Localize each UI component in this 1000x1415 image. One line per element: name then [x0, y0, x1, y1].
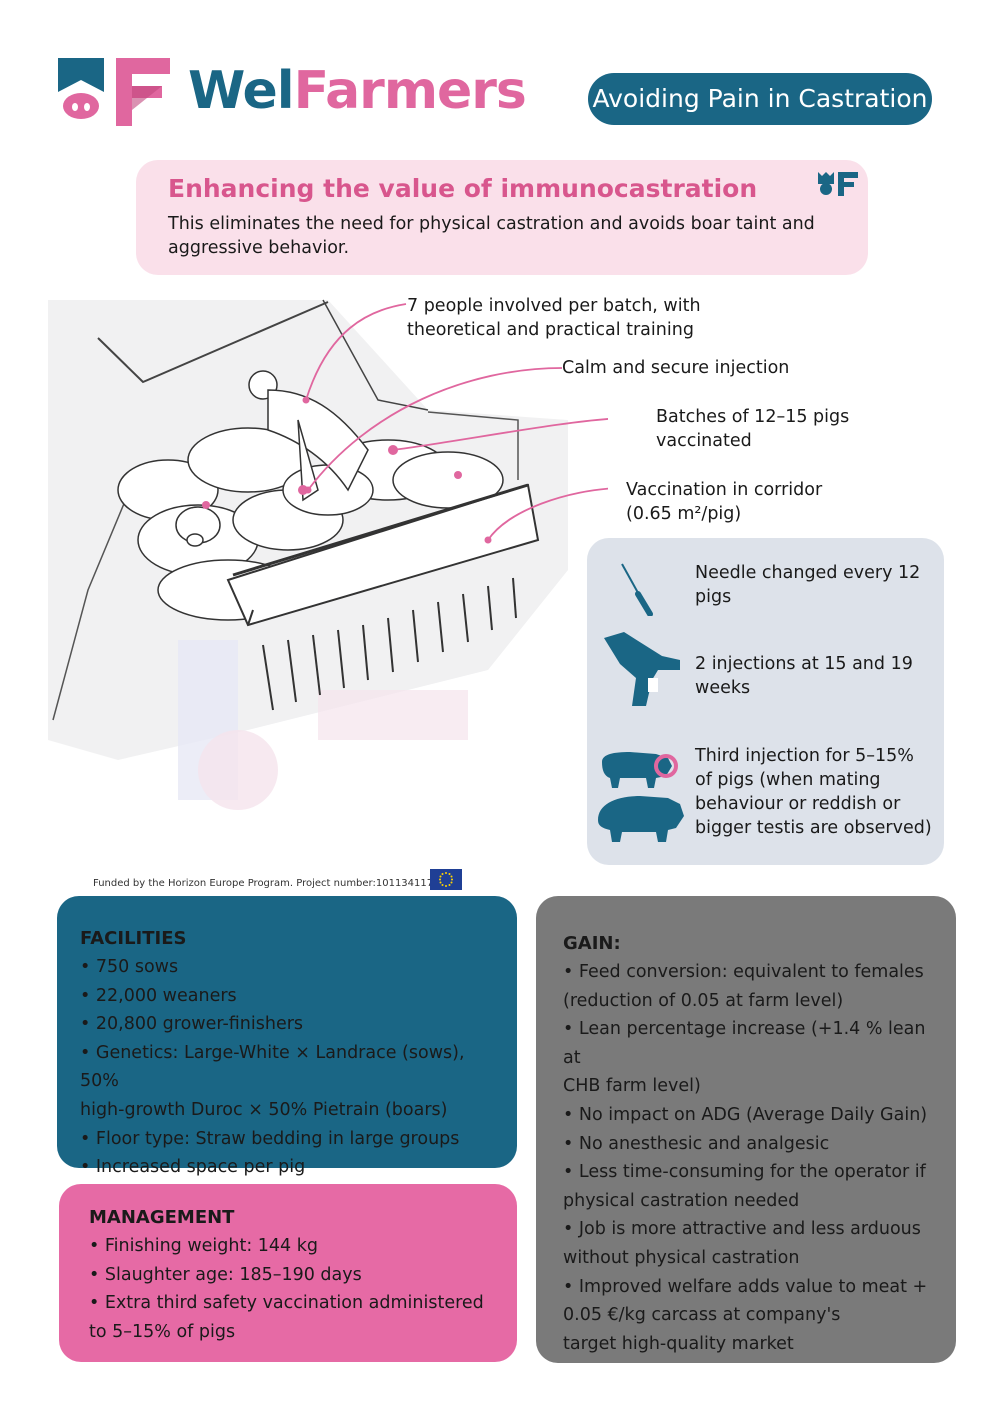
management-box: [59, 1184, 517, 1362]
pigs-icon: [598, 752, 684, 842]
management-content: MANAGEMENT • Finishing weight: 144 kg • …: [89, 1203, 499, 1346]
gain-item: • Less time-consuming for the operator i…: [563, 1162, 926, 1183]
facilities-item: • 750 sows: [80, 957, 179, 977]
management-item: • Finishing weight: 144 kg: [89, 1236, 318, 1256]
info-needle-text: Needle changed every 12 pigs: [695, 563, 921, 607]
callout-batches: Batches of 12–15 pigs vaccinated: [656, 407, 850, 451]
page-title: Avoiding Pain in Castration: [588, 73, 932, 125]
needle-icon: [621, 563, 653, 616]
callout-corridor-sub: (0.65 m²/pig): [626, 504, 742, 524]
gain-content: GAIN: • Feed conversion: equivalent to f…: [563, 929, 941, 1358]
gain-item: • No impact on ADG (Average Daily Gain): [563, 1104, 928, 1125]
gain-item: physical castration needed: [563, 1190, 800, 1211]
gain-item: (reduction of 0.05 at farm level): [563, 990, 844, 1011]
facilities-item: • Floor type: Straw bedding in large gro…: [80, 1128, 460, 1149]
facilities-box: [57, 896, 517, 1168]
callout-injection: Calm and secure injection: [562, 358, 790, 378]
facilities-item: high-growth Duroc × 50% Pietrain (boars): [80, 1099, 448, 1120]
funding-note: Funded by the Horizon Europe Program. Pr…: [93, 878, 434, 889]
callout-corridor: Vaccination in corridor (0.65 m²/pig): [626, 478, 886, 526]
gain-item: • Job is more attractive and less arduou…: [563, 1219, 921, 1240]
facilities-item: • 22,000 weaners: [80, 985, 237, 1006]
gain-item: • Feed conversion: equivalent to females: [563, 962, 924, 982]
eu-flag-icon: [430, 869, 462, 890]
intro-box: [136, 160, 868, 275]
gain-item: • Lean percentage increase (+1.4 % lean …: [563, 1019, 926, 1068]
facilities-content: FACILITIES • 750 sows • 22,000 weaners •…: [80, 924, 500, 1182]
gain-item: • No anesthesic and analgesic: [563, 1133, 830, 1154]
management-item: • Extra third safety vaccination adminis…: [89, 1293, 484, 1314]
intro-text: This eliminates the need for physical ca…: [168, 214, 815, 258]
gain-item: target high-quality market: [563, 1333, 794, 1354]
intro-title: Enhancing the value of immunocastration: [168, 174, 758, 203]
gain-item: • Improved welfare adds value to meat +: [563, 1276, 928, 1297]
facilities-heading: FACILITIES: [80, 928, 187, 949]
gain-box: [536, 896, 956, 1363]
vaccination-illustration: [48, 299, 608, 810]
logo-farmers: Farmers: [293, 61, 527, 121]
facilities-item: • 20,800 grower-finishers: [80, 1014, 304, 1035]
management-item: to 5–15% of pigs: [89, 1321, 236, 1342]
small-logo-icon: [818, 172, 858, 196]
logo-wordmark: WelFarmers: [188, 56, 527, 126]
facilities-item: • Genetics: Large-White × Landrace (sows…: [80, 1042, 465, 1092]
management-heading: MANAGEMENT: [89, 1207, 235, 1228]
callout-corridor-main: Vaccination in corridor: [626, 480, 823, 500]
gain-heading: GAIN:: [563, 933, 621, 954]
info-third-injection-text: Third injection for 5–15% of pigs (when …: [695, 746, 932, 838]
welfarmers-logo-icon: [58, 58, 170, 126]
logo-wel: Wel: [188, 61, 295, 121]
facilities-item: • Increased space per pig: [80, 1157, 306, 1178]
injection-gun-icon: [604, 632, 680, 706]
callout-people: 7 people involved per batch, with theore…: [407, 296, 701, 340]
management-item: • Slaughter age: 185–190 days: [89, 1264, 362, 1285]
gain-item: without physical castration: [563, 1247, 800, 1268]
gain-item: CHB farm level): [563, 1076, 701, 1097]
gain-item: 0.05 €/kg carcass at company's: [563, 1305, 841, 1326]
info-injections-text: 2 injections at 15 and 19 weeks: [695, 654, 913, 698]
